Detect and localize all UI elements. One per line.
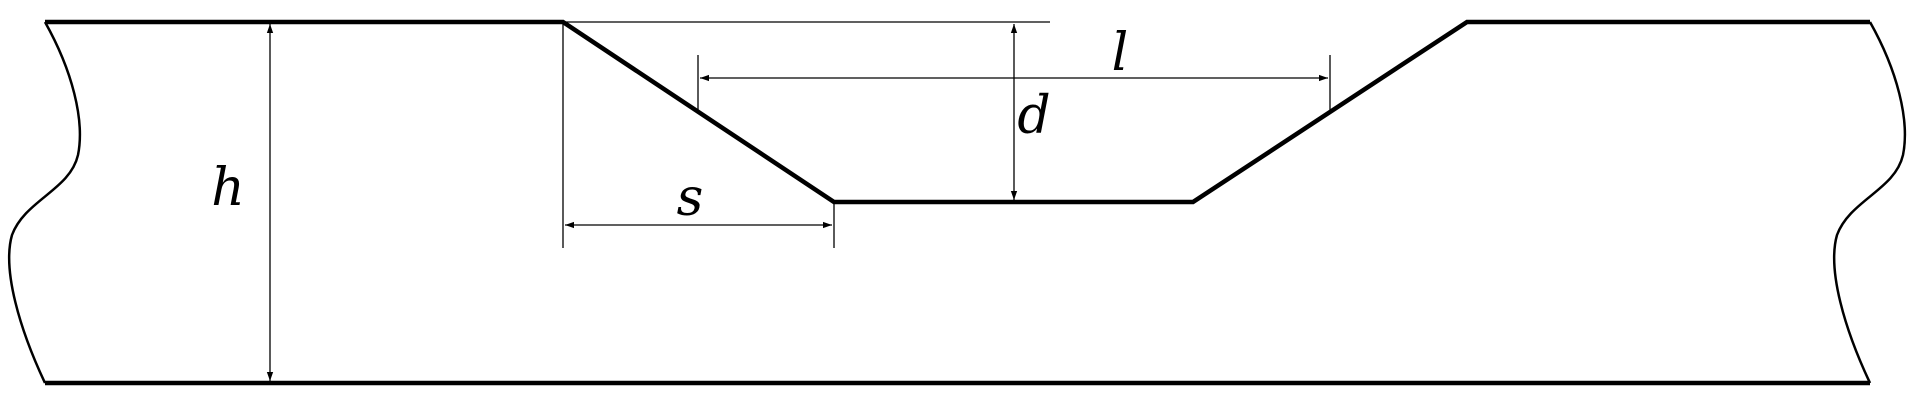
label-h: h xyxy=(211,158,245,218)
right-break-line xyxy=(1833,21,1907,384)
left-break-line xyxy=(8,21,82,384)
label-s: s xyxy=(677,168,704,228)
label-l: l xyxy=(1112,23,1129,83)
label-d: d xyxy=(1017,86,1050,146)
plate-top-edge-with-groove xyxy=(45,19,1870,205)
